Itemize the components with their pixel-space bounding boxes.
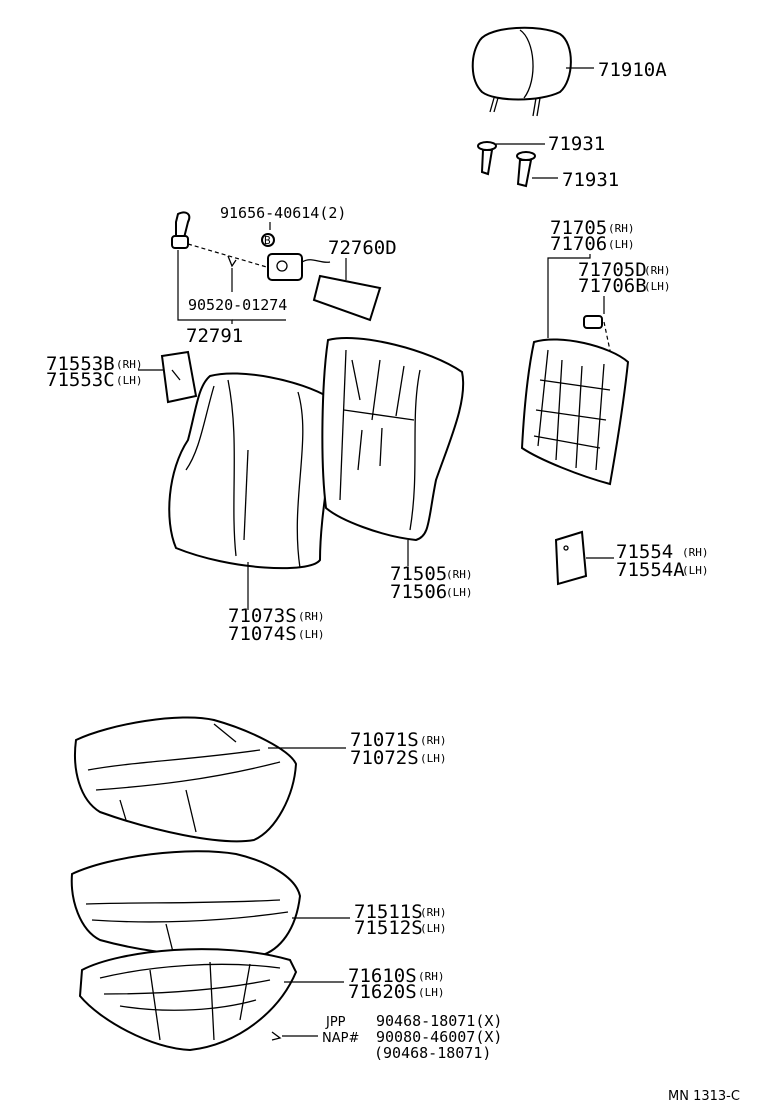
label-alt-part: (90468-18071): [374, 1044, 491, 1062]
seatback-frame[interactable]: [520, 338, 630, 486]
label-cushion-cover-lh-side: (LH): [420, 752, 447, 765]
label-cover-left-lh-side: (LH): [116, 374, 143, 387]
screw-mark: B: [264, 234, 271, 247]
leader-frame: [547, 254, 591, 338]
headrest-guide-upper[interactable]: [477, 141, 497, 176]
label-spring-rh: 71610S: [348, 965, 417, 987]
label-cover-right-lh-side: (LH): [682, 564, 709, 577]
label-switch: 72760D: [328, 237, 397, 259]
label-guide-upper: 71931: [548, 133, 605, 155]
switch-assembly[interactable]: [267, 253, 382, 322]
label-seatback-cover-lh-side: (LH): [298, 628, 325, 641]
diagram-code: MN 1313-C: [668, 1089, 740, 1104]
label-frame-sub-lh: 71706B: [578, 275, 647, 297]
label-guide-lower: 71931: [562, 169, 619, 191]
label-cover-left-rh: 71553B: [46, 353, 115, 375]
label-cushion-pad-rh-side: (RH): [420, 906, 447, 919]
label-frame-sub-rh-side: (RH): [644, 264, 671, 277]
label-cover-right-rh-side: (RH): [682, 546, 709, 559]
label-seatback-cover-rh: 71073S: [228, 605, 297, 627]
cushion-cover[interactable]: [74, 716, 298, 843]
label-knob: 72791: [186, 325, 243, 347]
label-frame-sub-lh-side: (LH): [644, 280, 671, 293]
label-spring-lh-side: (LH): [418, 986, 445, 999]
side-cover-right[interactable]: [554, 530, 588, 586]
label-seatback-pad-rh: 71505: [390, 563, 447, 585]
seatback-cover[interactable]: [168, 372, 334, 570]
label-jpp-tag: JPP: [325, 1015, 346, 1030]
label-cushion-pad-rh: 71511S: [354, 901, 423, 923]
label-cover-left-lh: 71553C: [46, 369, 115, 391]
label-cushion-cover-lh: 71072S: [350, 747, 419, 769]
label-cover-left-rh-side: (RH): [116, 358, 143, 371]
bolt[interactable]: [227, 255, 237, 268]
label-cushion-cover-rh-side: (RH): [420, 734, 447, 747]
label-spring-rh-side: (RH): [418, 970, 445, 983]
label-spring-lh: 71620S: [348, 981, 417, 1003]
label-seatback-cover-lh: 71074S: [228, 623, 297, 645]
label-frame-rh: 71705: [550, 217, 607, 239]
side-cover-left[interactable]: [160, 350, 198, 404]
label-frame-sub-rh: 71705D: [578, 259, 647, 281]
label-seatback-cover-rh-side: (RH): [298, 610, 325, 623]
hog-ring[interactable]: [271, 1031, 282, 1041]
label-nap-tag: NAP#: [322, 1031, 359, 1046]
seatback-pad[interactable]: [321, 337, 465, 542]
label-nap-part: 90080-46007(X): [376, 1028, 502, 1046]
label-frame-lh-side: (LH): [608, 238, 635, 251]
label-frame-rh-side: (RH): [608, 222, 635, 235]
label-seatback-pad-rh-side: (RH): [446, 568, 473, 581]
cushion-spring-frame[interactable]: [78, 948, 298, 1052]
screw-b[interactable]: B: [261, 233, 275, 247]
label-seatback-pad-lh: 71506: [390, 581, 447, 603]
knob-axis: [187, 243, 271, 269]
recliner-knob[interactable]: [171, 211, 191, 249]
headrest-guide-lower[interactable]: [516, 151, 536, 188]
label-headrest: 71910A: [598, 59, 667, 81]
headrest[interactable]: [471, 26, 572, 117]
seatback-frame-clip[interactable]: [583, 315, 603, 329]
cushion-pad[interactable]: [70, 850, 302, 959]
label-seatback-pad-lh-side: (LH): [446, 586, 473, 599]
label-cushion-pad-lh-side: (LH): [420, 922, 447, 935]
label-frame-lh: 71706: [550, 233, 607, 255]
label-screw: 91656-40614(2): [220, 204, 346, 222]
label-cushion-cover-rh: 71071S: [350, 729, 419, 751]
label-bolt: 90520-01274: [188, 296, 287, 314]
label-cover-right-rh: 71554: [616, 541, 673, 563]
label-cover-right-lh: 71554A: [616, 559, 685, 581]
label-cushion-pad-lh: 71512S: [354, 917, 423, 939]
leader-knob: [177, 250, 233, 324]
label-jpp-part: 90468-18071(X): [376, 1012, 502, 1030]
